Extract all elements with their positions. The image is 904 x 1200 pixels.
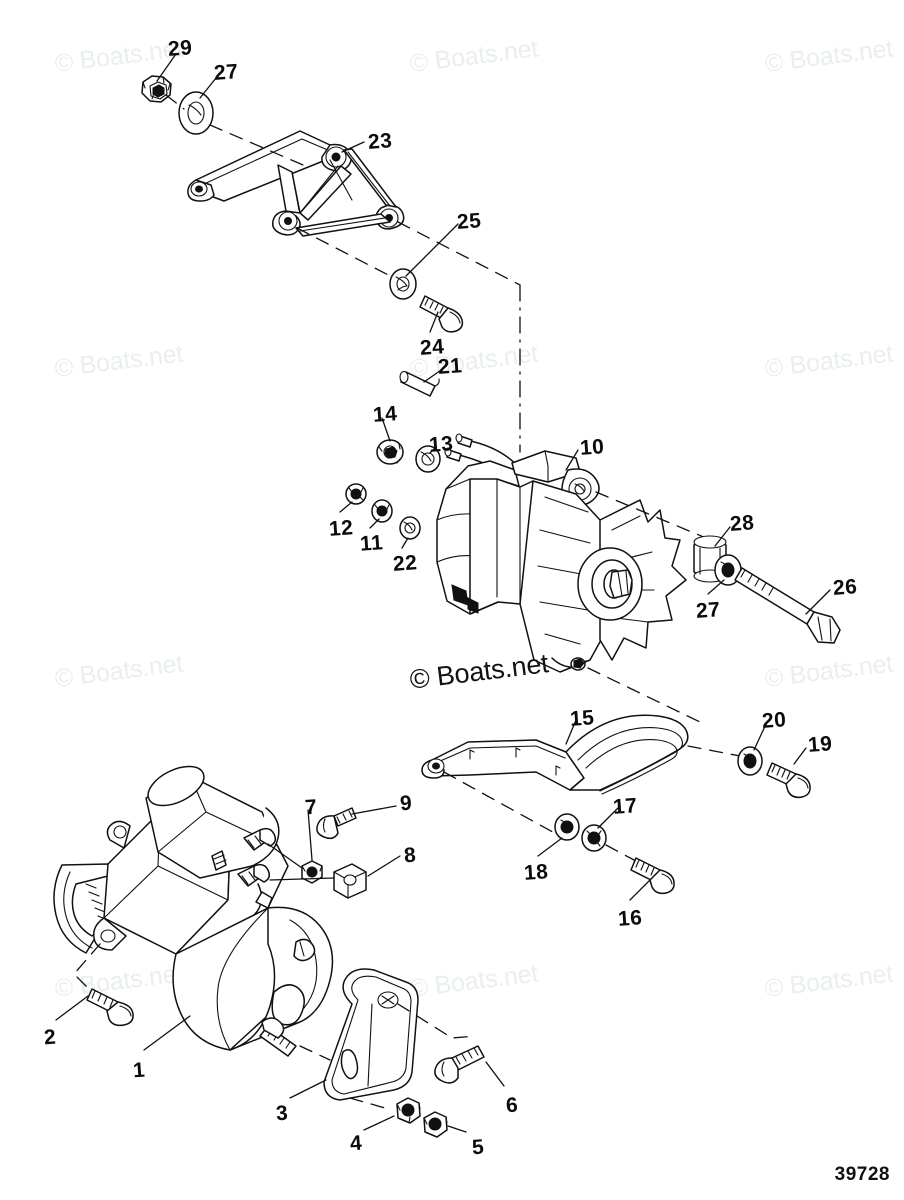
callout-bolt[interactable]: 16 [617,906,644,931]
part-5-nut [423,1111,448,1138]
part-12-lockwasher [345,483,367,505]
callout-starter-brace[interactable]: 3 [275,1101,289,1126]
part-4-locknut [396,1097,421,1124]
assembly-line-15-20 [687,745,741,757]
callout-alternator[interactable]: 10 [579,435,606,460]
assembly-line-29-27 [165,94,185,110]
callout-washer[interactable]: 25 [456,209,483,234]
assembly-line-1-3 [299,1045,331,1061]
assembly-line-alt-28 [595,491,707,539]
assembly-line-17-16 [605,844,635,861]
part-25-washer [389,268,417,300]
part-14-nut [376,439,404,465]
callout-nut[interactable]: 7 [304,795,318,820]
part-19-bolt [766,762,811,799]
part-20-washer [737,746,763,776]
assembly-line-1-2 [73,943,101,993]
callout-bolt[interactable]: 6 [505,1093,519,1118]
callout-locknut[interactable]: 4 [349,1131,363,1156]
callout-washer[interactable]: 18 [523,860,550,885]
leader-term-7 [267,843,303,869]
assembly-line-alt-15 [587,667,701,723]
assembly-line-bracket-25 [296,227,401,282]
callout-lockwasher[interactable]: 17 [612,794,639,819]
callout-washer[interactable]: 27 [213,60,240,85]
part-18-washer [554,813,580,841]
part-13-washer [415,445,441,473]
callout-washer[interactable]: 20 [761,708,788,733]
callout-nut[interactable]: 14 [372,402,399,427]
part-15-adjusting-link [421,714,689,795]
part-27a-washer [178,91,214,135]
part-16-bolt [630,857,675,895]
callout-locknut[interactable]: 29 [167,36,194,61]
assembly-line-3-4 [349,1097,393,1111]
leader-term-8 [269,877,335,881]
callout-lockwasher[interactable]: 12 [328,516,355,541]
callout-starter-motor[interactable]: 1 [132,1058,146,1083]
part-27b-washer [714,554,742,586]
part-29-locknut [141,75,172,103]
part-8-insulator-block [333,863,367,899]
callout-spacer-pin[interactable]: 21 [437,354,464,379]
callout-insulator-block[interactable]: 8 [403,843,417,868]
part-10-alternator [436,433,687,673]
callout-through-bolt[interactable]: 26 [832,575,859,600]
part-1-starter-motor [53,765,334,1057]
callout-bolt[interactable]: 19 [807,732,834,757]
part-6-bolt [434,1045,485,1084]
part-11-nut [371,499,393,523]
callout-washer[interactable]: 27 [695,598,722,623]
callout-nut[interactable]: 11 [359,531,384,556]
callout-spacer-bushing[interactable]: 28 [729,511,756,536]
callout-adjusting-link[interactable]: 15 [569,706,596,731]
callout-nut[interactable]: 5 [471,1135,485,1160]
drawing-number: 39728 [834,1164,890,1185]
callout-washer[interactable]: 13 [428,432,455,457]
callout-alternator-mounting-bracket[interactable]: 23 [367,129,394,154]
part-3-starter-brace [323,968,419,1101]
part-9-screw [316,807,357,840]
part-17-lockwasher [581,824,607,852]
assembly-line-bracket-right [397,221,521,286]
callout-bolt[interactable]: 2 [43,1025,57,1050]
part-24-bolt [419,295,464,333]
part-2-bolt [86,988,134,1027]
assembly-line-15-18 [443,771,561,837]
assembly-line-27-bracket [209,124,311,169]
part-26-through-bolt [734,567,841,644]
callout-washer[interactable]: 22 [392,551,419,576]
part-22-washer [399,516,421,540]
callout-leaders [55,53,831,1133]
callout-screw[interactable]: 9 [399,791,413,816]
part-7-nut [301,860,323,884]
